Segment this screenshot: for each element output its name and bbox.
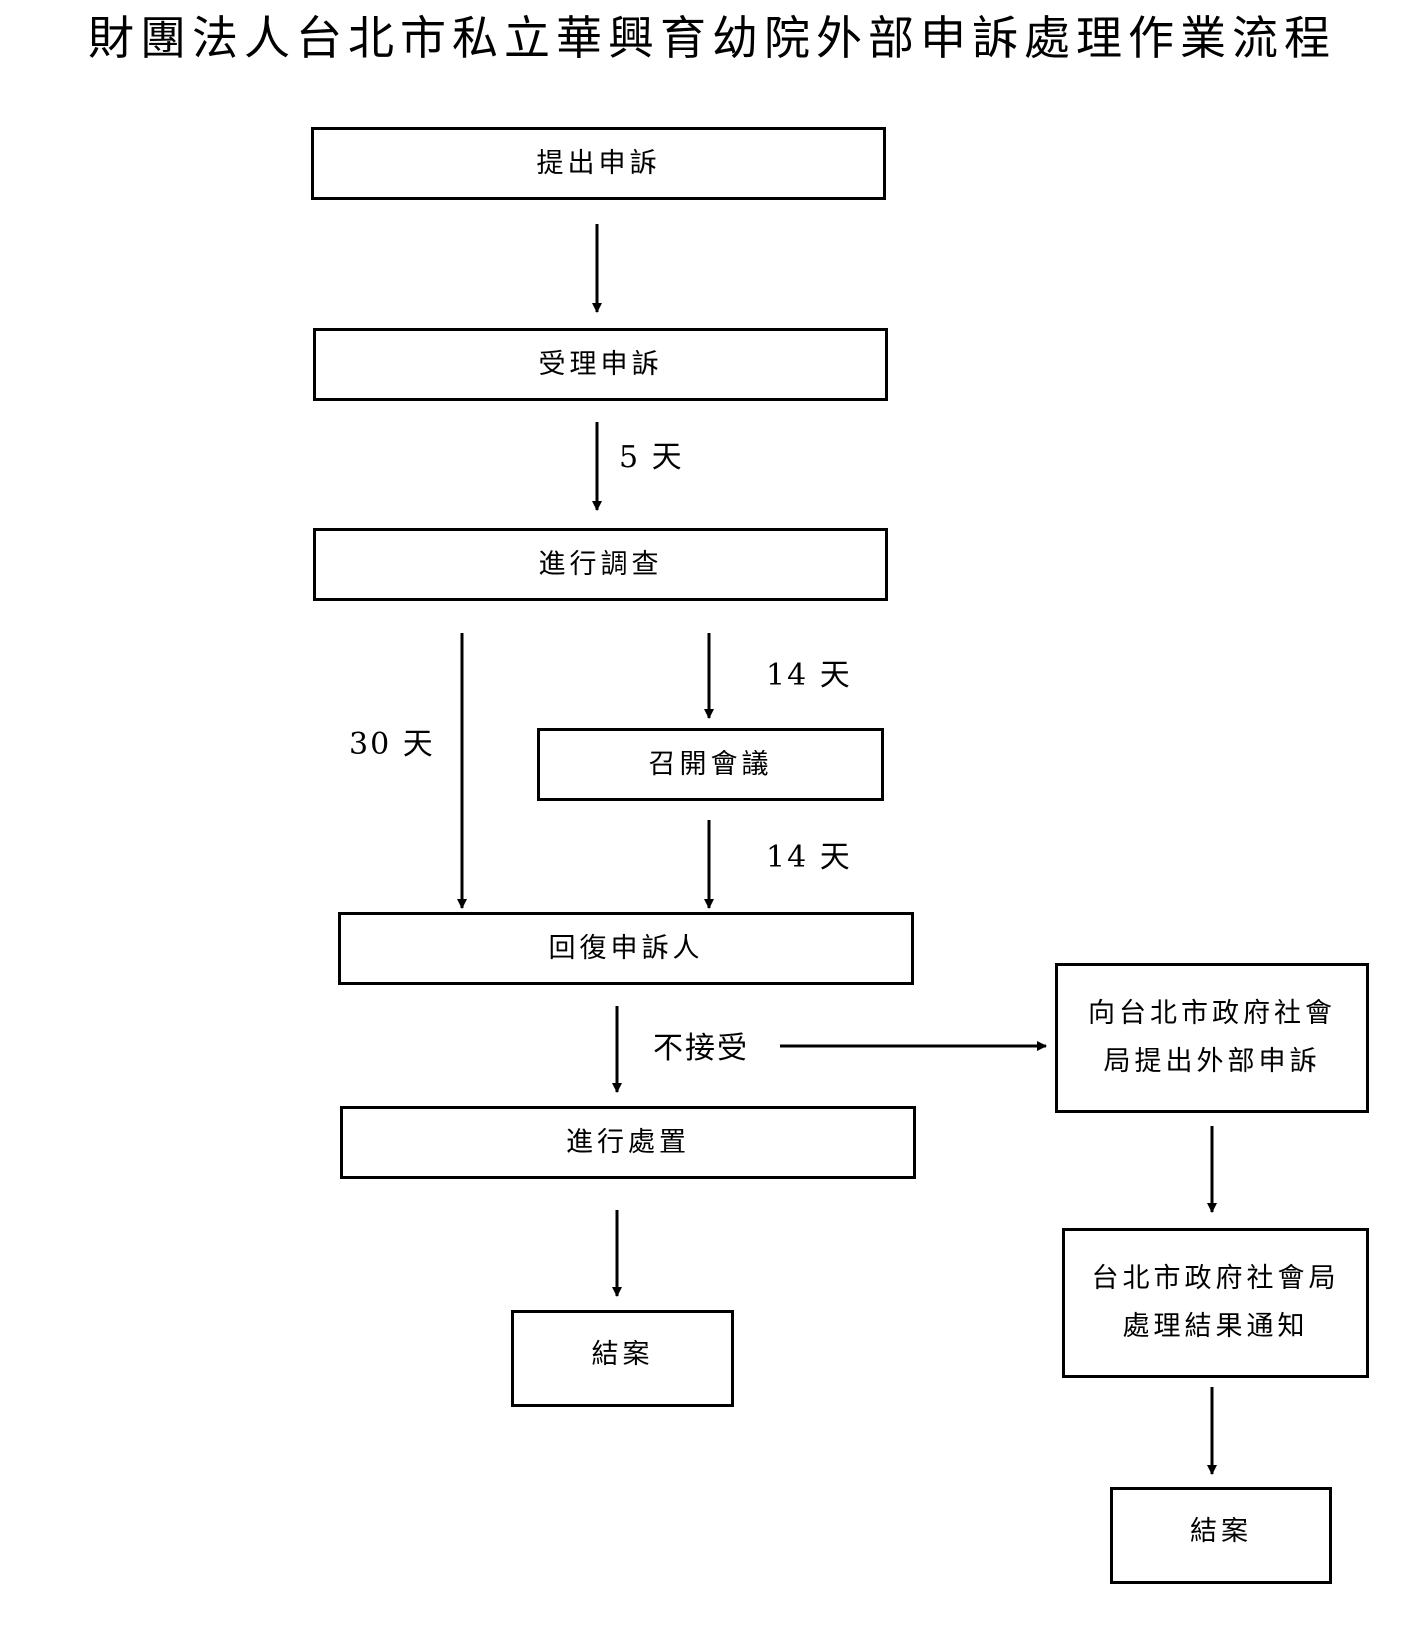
- node-bureau-result: 台北市政府社會局處理結果通知: [1062, 1228, 1369, 1378]
- label-not-accepted: 不接受: [653, 1031, 749, 1066]
- node-close-right: 結案: [1110, 1487, 1332, 1584]
- label-30-days: 30 天: [349, 727, 435, 762]
- label-5-days: 5 天: [619, 440, 684, 475]
- node-close-left: 結案: [511, 1310, 734, 1407]
- node-meeting: 召開會議: [537, 728, 884, 801]
- node-investigate: 進行調查: [313, 528, 888, 601]
- page-title: 財團法人台北市私立華興育幼院外部申訴處理作業流程: [88, 11, 1336, 65]
- node-accept-complaint: 受理申訴: [313, 328, 888, 401]
- label-14-days-top: 14 天: [766, 658, 852, 693]
- node-reply-complainant: 回復申訴人: [338, 912, 914, 985]
- label-14-days-bottom: 14 天: [766, 840, 852, 875]
- node-submit-complaint: 提出申訴: [311, 127, 886, 200]
- node-handle: 進行處置: [340, 1106, 916, 1179]
- node-external-complaint: 向台北市政府社會局提出外部申訴: [1055, 963, 1369, 1113]
